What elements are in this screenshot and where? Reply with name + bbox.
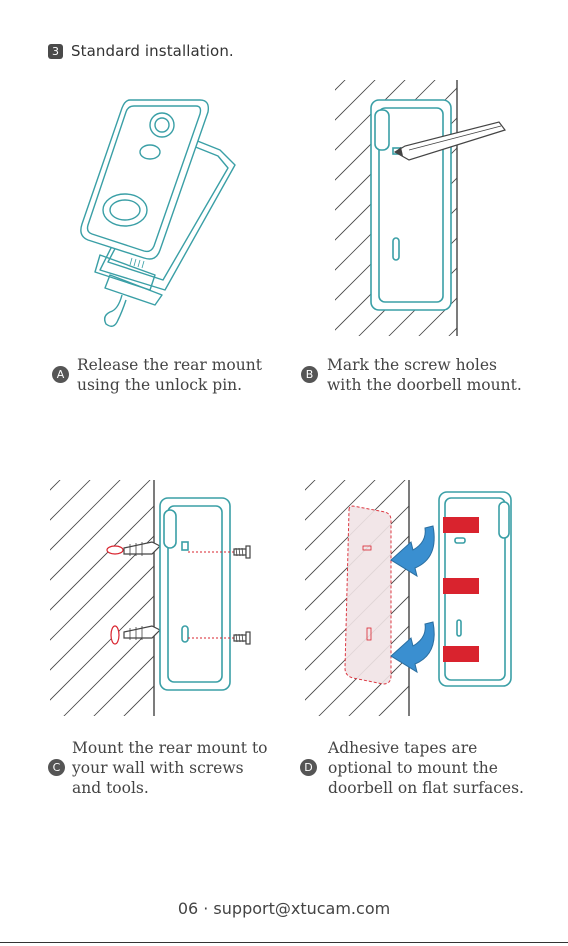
step-a: A Release the rear mount using the unloc… [52, 355, 262, 395]
illustration-adhesive-tapes [305, 480, 525, 716]
step-c-badge: C [48, 759, 65, 776]
step-number-badge: 3 [48, 44, 63, 59]
step-b: B Mark the screw holes with the doorbell… [301, 355, 522, 395]
page-footer: 06 · support@xtucam.com [0, 899, 568, 918]
step-c-text: Mount the rear mount to your wall with s… [72, 738, 268, 798]
step-d: D Adhesive tapes are optional to mount t… [300, 738, 524, 798]
illustration-mark-holes [335, 80, 515, 336]
step-a-text: Release the rear mount using the unlock … [77, 355, 262, 395]
step-c: C Mount the rear mount to your wall with… [48, 738, 268, 798]
section-title: Standard installation. [71, 42, 234, 60]
step-b-text: Mark the screw holes with the doorbell m… [327, 355, 522, 395]
illustration-release-mount [70, 90, 250, 330]
step-d-badge: D [300, 759, 317, 776]
section-header: 3 Standard installation. [48, 42, 234, 60]
bottom-divider [0, 942, 568, 943]
illustration-mount-screws [50, 480, 260, 716]
step-b-badge: B [301, 366, 318, 383]
step-a-badge: A [52, 366, 69, 383]
step-d-text: Adhesive tapes are optional to mount the… [328, 738, 524, 798]
